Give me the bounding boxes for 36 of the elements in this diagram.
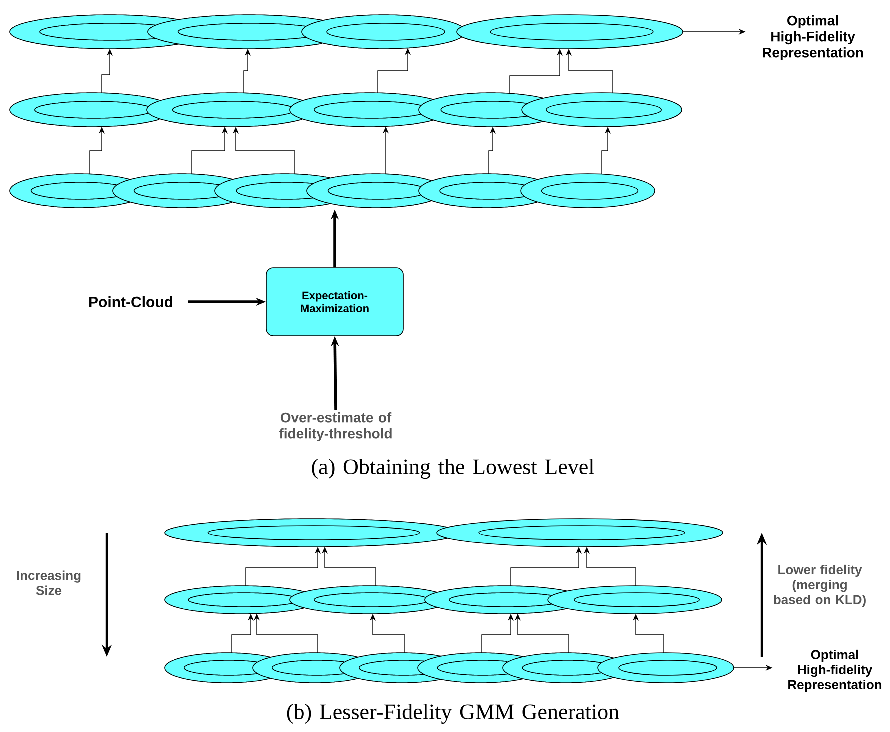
ring-ellipse	[418, 174, 538, 208]
note-text: Lower fidelity (merging based on KLD)	[774, 564, 866, 608]
ring-ellipse	[164, 518, 448, 548]
text-label: Optimal High-Fidelity Representation	[763, 15, 864, 61]
ring-ellipse	[548, 586, 722, 614]
ring-ellipse	[598, 652, 734, 684]
caption: (b) Lesser-Fidelity GMM Generation	[287, 704, 620, 724]
ring-ellipse	[10, 92, 161, 128]
ring-ellipse	[522, 92, 682, 128]
ring-ellipse	[424, 586, 568, 614]
ring-ellipse	[164, 652, 272, 684]
caption: (a) Obtaining the Lowest Level	[312, 459, 594, 480]
ring-ellipse	[502, 652, 614, 684]
ring-ellipse	[302, 14, 462, 50]
ring-ellipse	[164, 586, 305, 614]
ring-ellipse	[10, 174, 131, 208]
ring-ellipse	[148, 14, 324, 50]
ring-ellipse	[340, 652, 442, 684]
ring-ellipse	[252, 652, 358, 684]
ring-ellipse	[290, 586, 438, 614]
ring-ellipse	[436, 518, 724, 548]
note-text: Increasing Size	[17, 570, 81, 596]
ring-ellipse	[214, 174, 331, 208]
ring-ellipse	[290, 92, 434, 128]
text-label: Optimal High-fidelity Representation	[788, 650, 882, 692]
ring-ellipse	[418, 652, 524, 684]
ring-ellipse	[306, 174, 432, 208]
process-box: Expectation-Maximization	[266, 268, 404, 336]
ring-ellipse	[10, 14, 180, 50]
ring-ellipse	[456, 14, 684, 50]
ring-ellipse	[146, 92, 303, 128]
ring-ellipse	[112, 174, 233, 208]
ring-ellipse	[418, 92, 544, 128]
ring-ellipse	[520, 174, 656, 208]
text-label: Over-estimate of fidelity-threshold	[279, 412, 392, 442]
text-label: Point-Cloud	[90, 296, 173, 308]
